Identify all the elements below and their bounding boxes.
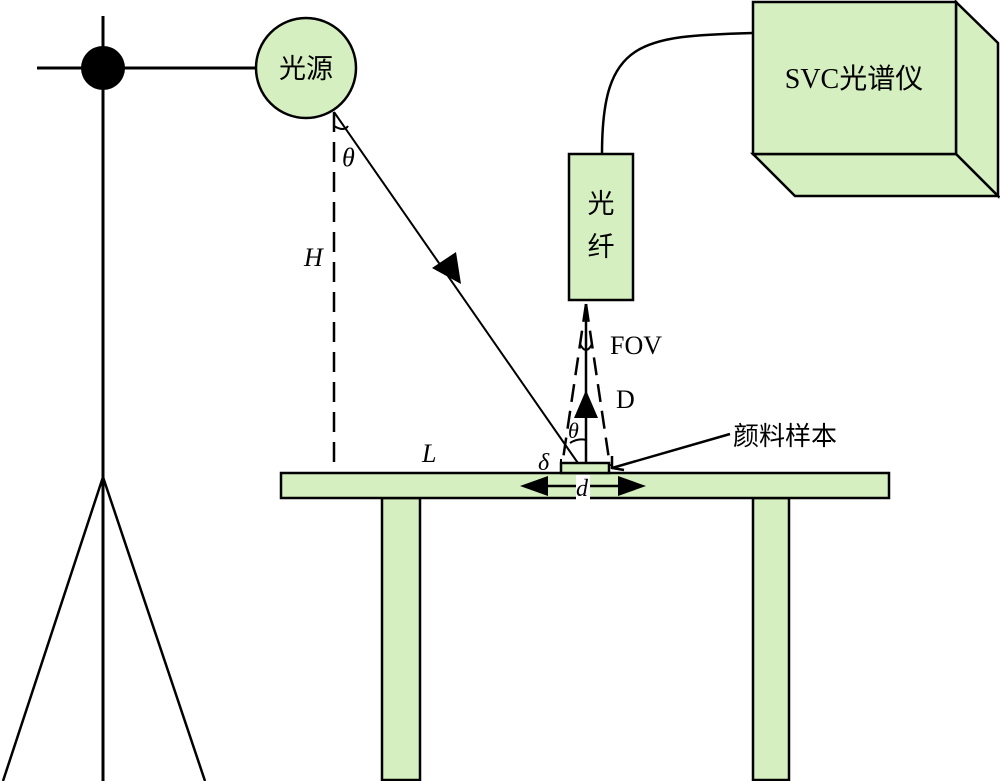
light-source: 光源 xyxy=(254,16,358,120)
source-angle-arc xyxy=(333,125,349,130)
sample-callout-arrow xyxy=(610,456,625,472)
fiber-probe: 光 纤 xyxy=(567,152,635,302)
sample-callout-line xyxy=(611,432,731,470)
source-theta-label: θ xyxy=(342,143,355,172)
fiber-label-2: 纤 xyxy=(588,232,615,263)
thickness-label-delta: δ xyxy=(538,450,550,476)
light-source-circle xyxy=(254,16,358,120)
incident-ray-arrowhead xyxy=(432,252,461,284)
spectrometer-front-face xyxy=(751,0,958,156)
table xyxy=(279,471,891,781)
sample-angle-arc xyxy=(569,438,587,444)
fov-angle-arc xyxy=(579,343,593,351)
fov-left-edge xyxy=(560,303,588,467)
distance-label-D: D xyxy=(616,385,635,414)
tripod-leg-right xyxy=(101,476,207,781)
light-stand xyxy=(1,16,258,781)
svc-spectrometer: SVC光谱仪 xyxy=(749,0,1000,200)
pigment-sample-label: 颜料样本 xyxy=(733,422,837,452)
length-label-L: L xyxy=(421,439,436,468)
table-leg-right xyxy=(751,496,791,781)
table-leg-left xyxy=(380,496,422,781)
tripod-leg-left xyxy=(1,476,105,781)
height-label-H: H xyxy=(303,243,324,272)
spectrometer-bottom-face xyxy=(749,152,1000,198)
distance-arrowhead xyxy=(574,390,598,418)
light-source-label: 光源 xyxy=(279,54,333,85)
stand-joint xyxy=(81,46,125,90)
fiber-probe-box xyxy=(567,152,635,302)
fiber-cable xyxy=(600,31,754,155)
pigment-sample xyxy=(559,461,611,475)
diameter-arrow-left xyxy=(520,476,548,496)
spectrometer-label: SVC光谱仪 xyxy=(785,63,923,95)
diameter-arrow-right xyxy=(618,476,646,496)
fiber-label-1: 光 xyxy=(588,189,615,220)
diameter-label-d: d xyxy=(576,476,589,502)
incident-ray xyxy=(333,111,581,467)
sample-theta-label: θ xyxy=(568,418,579,443)
diameter-label-bg xyxy=(576,475,590,505)
fov-right-edge xyxy=(584,303,612,467)
fov-label: FOV xyxy=(610,331,662,360)
